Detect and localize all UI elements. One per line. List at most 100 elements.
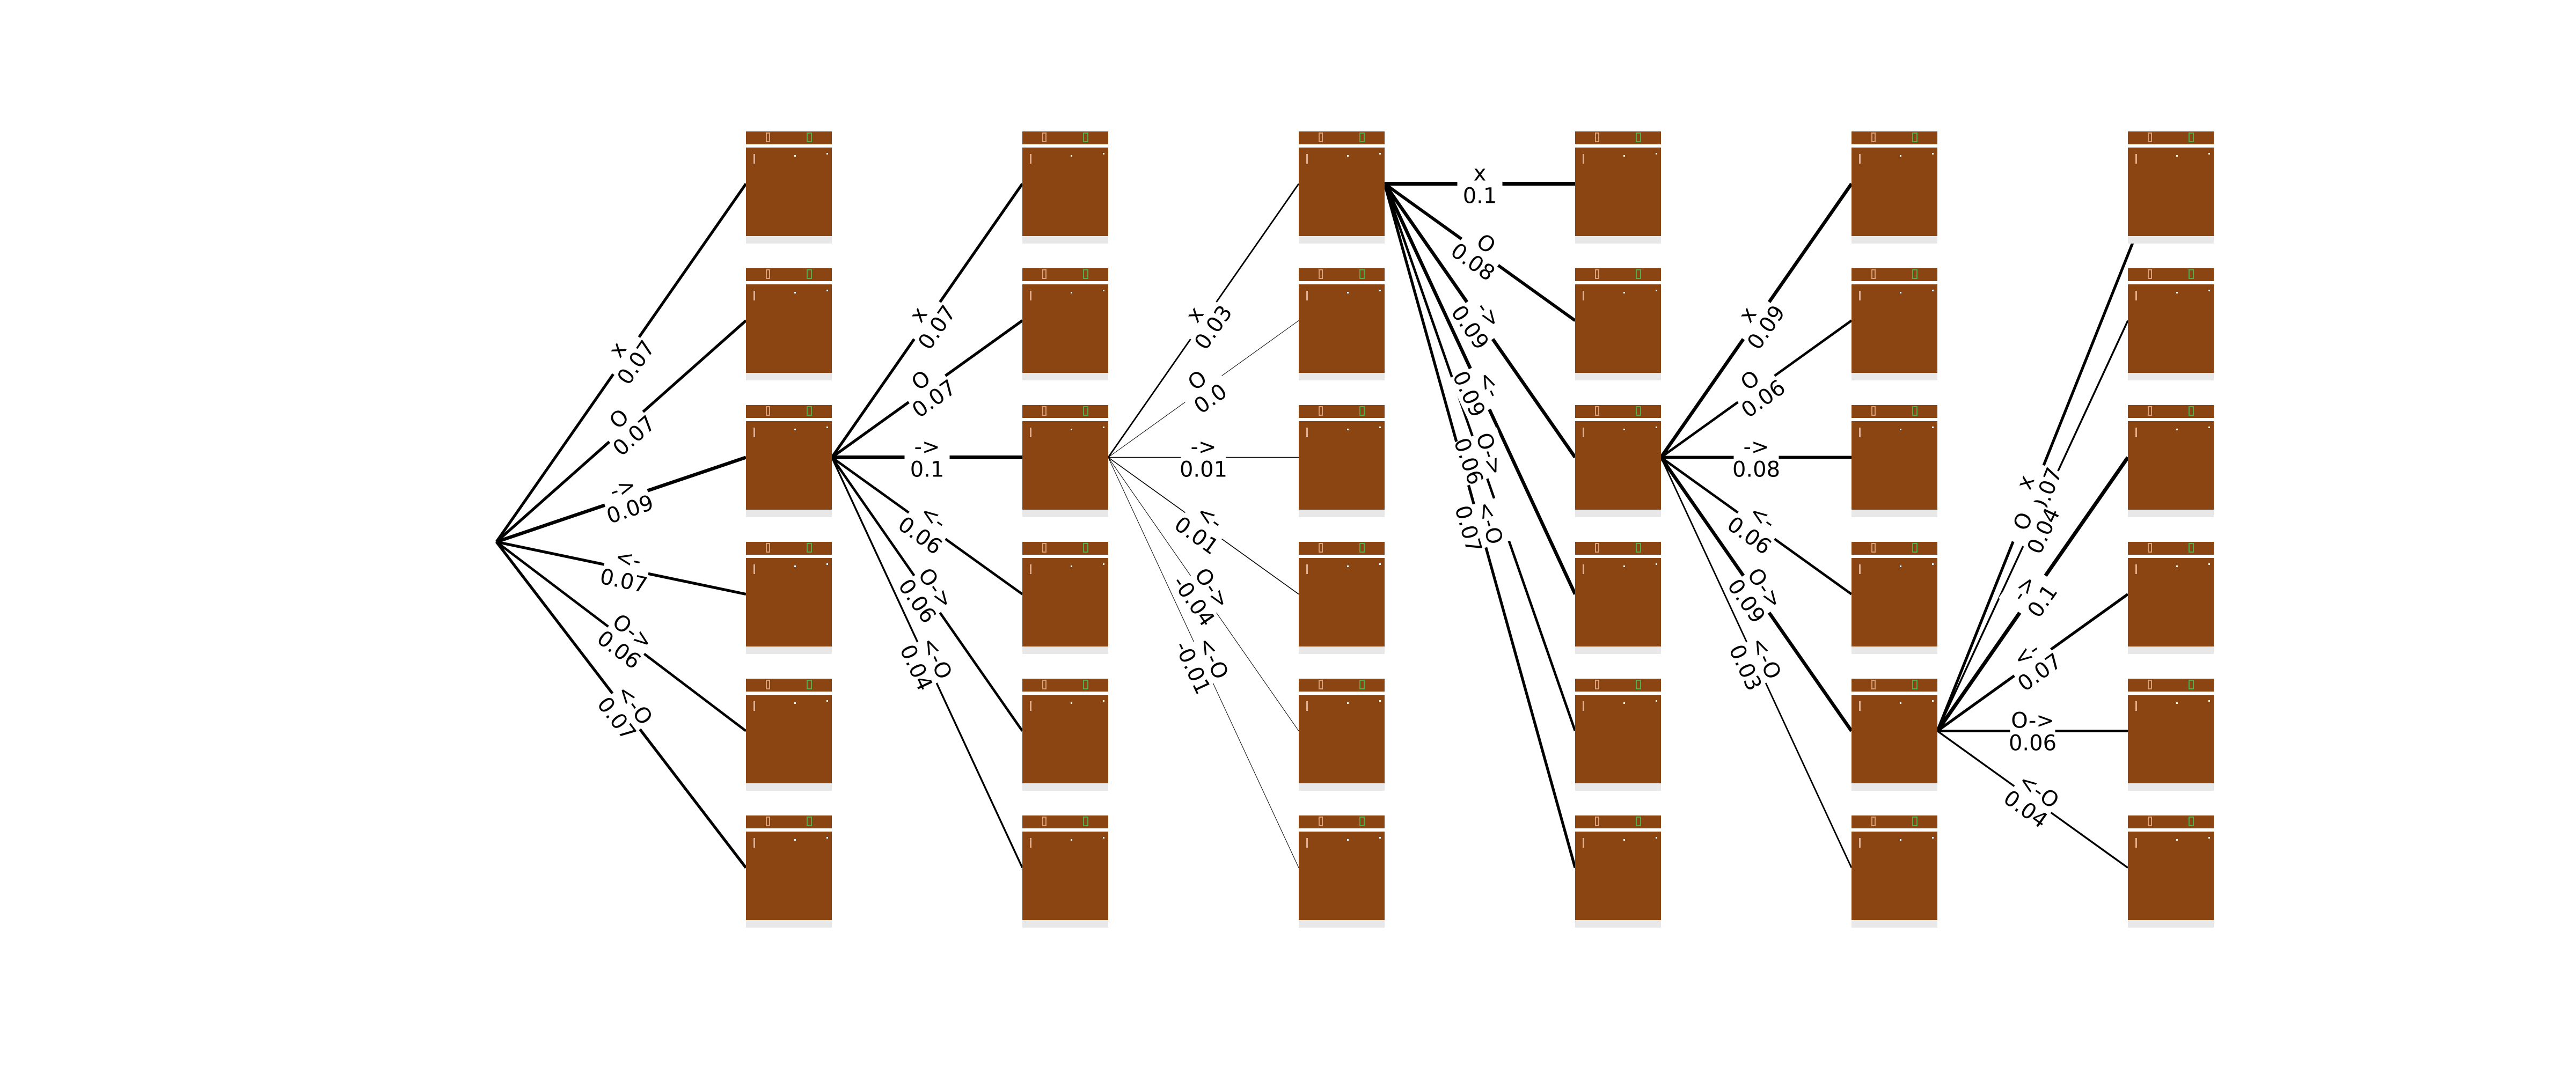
- frame-shadow: [2128, 645, 2214, 654]
- edge-action-label: <-: [613, 545, 643, 574]
- edge-label-background: [596, 466, 655, 528]
- item-sprite: [1379, 837, 1381, 839]
- hud-bar: [1575, 692, 1661, 695]
- player-sprite: [1859, 291, 1861, 300]
- edge-label-background: [1181, 431, 1226, 481]
- item-sprite: [1623, 292, 1625, 293]
- hud-bar: [1575, 144, 1661, 148]
- edge-probability-label: 0.08: [1732, 458, 1780, 482]
- item-sprite: [794, 155, 796, 157]
- hud-left-marker: [1871, 133, 1876, 142]
- player-sprite: [1859, 154, 1861, 164]
- state-frame: [1851, 679, 1937, 791]
- edge-action-label: ->: [1191, 435, 1217, 460]
- item-sprite: [1379, 153, 1381, 155]
- frame-shadow: [1575, 645, 1661, 654]
- item-sprite: [1656, 837, 1657, 839]
- frame-shadow: [1299, 372, 1385, 380]
- frame-screen: [1299, 542, 1385, 646]
- edge-probability-label: 0.1: [1463, 184, 1497, 209]
- edge-label-background: [1451, 497, 1511, 554]
- hud-right-marker: [1912, 817, 1918, 826]
- hud-right-marker: [807, 543, 812, 553]
- state-frame: [2128, 815, 2214, 928]
- player-sprite: [753, 838, 755, 848]
- state-frame: [1851, 815, 1937, 928]
- hud-bar: [746, 555, 832, 558]
- hud-left-marker: [1319, 133, 1323, 142]
- edge-action-label: O->: [2011, 709, 2054, 733]
- hud-bar: [1299, 281, 1385, 284]
- hud-right-marker: [2189, 406, 2194, 416]
- hud-left-marker: [1042, 133, 1046, 142]
- state-frame: [746, 131, 832, 244]
- player-sprite: [1583, 564, 1584, 574]
- item-sprite: [1900, 429, 1901, 430]
- hud-right-marker: [1083, 543, 1088, 553]
- player-sprite: [1030, 154, 1031, 164]
- hud-right-marker: [807, 680, 812, 689]
- item-sprite: [1103, 153, 1104, 155]
- hud-left-marker: [766, 406, 770, 416]
- edge-label-background: [904, 431, 950, 481]
- item-sprite: [1347, 702, 1349, 704]
- player-sprite: [1030, 564, 1031, 574]
- frame-shadow: [2128, 782, 2214, 791]
- hud-bar: [746, 144, 832, 148]
- state-frame: [1575, 268, 1661, 380]
- edge-label-background: [594, 606, 660, 673]
- player-sprite: [2135, 564, 2137, 574]
- edge-label: ->0.09: [1446, 287, 1514, 354]
- state-frame: [2128, 405, 2214, 517]
- hud-left-marker: [1319, 269, 1323, 279]
- state-frame: [1022, 815, 1108, 928]
- player-sprite: [1306, 154, 1308, 164]
- frame-screen: [1575, 405, 1661, 510]
- player-sprite: [1306, 838, 1308, 848]
- player-sprite: [753, 154, 755, 164]
- hud-left-marker: [1871, 406, 1876, 416]
- hud-right-marker: [1912, 406, 1918, 416]
- hud-right-marker: [807, 269, 812, 279]
- frame-screen: [1851, 815, 1937, 920]
- state-frame: [1022, 131, 1108, 244]
- item-sprite: [1623, 429, 1625, 430]
- frame-shadow: [1851, 509, 1937, 517]
- item-sprite: [1103, 427, 1104, 428]
- item-sprite: [1103, 837, 1104, 839]
- frame-shadow: [1022, 782, 1108, 791]
- item-sprite: [2208, 700, 2210, 702]
- player-sprite: [1859, 701, 1861, 711]
- frame-screen: [1851, 405, 1937, 510]
- edge-label-background: [1448, 357, 1513, 420]
- player-sprite: [1306, 428, 1308, 437]
- hud-left-marker: [2148, 817, 2152, 826]
- hud-left-marker: [1319, 680, 1323, 689]
- frame-shadow: [1575, 372, 1661, 380]
- item-sprite: [2208, 563, 2210, 565]
- hud-left-marker: [766, 269, 770, 279]
- state-frame: [1851, 542, 1937, 654]
- edge-label-background: [592, 392, 659, 460]
- frame-shadow: [746, 235, 832, 244]
- edge-probability-label: 0.1: [910, 458, 945, 482]
- frame-screen: [1022, 542, 1108, 646]
- item-sprite: [1103, 700, 1104, 702]
- item-sprite: [1932, 563, 1934, 565]
- frame-shadow: [1575, 919, 1661, 928]
- hud-right-marker: [1636, 817, 1641, 826]
- state-frame: [1022, 405, 1108, 517]
- hud-bar: [1575, 555, 1661, 558]
- hud-left-marker: [1595, 133, 1599, 142]
- hud-bar: [2128, 418, 2214, 421]
- hud-right-marker: [1083, 817, 1088, 826]
- player-sprite: [2135, 701, 2137, 711]
- hud-right-marker: [1083, 133, 1088, 142]
- item-sprite: [826, 700, 828, 702]
- state-frame: [1575, 679, 1661, 791]
- item-sprite: [1932, 290, 1934, 291]
- player-sprite: [753, 564, 755, 574]
- hud-bar: [2128, 828, 2214, 832]
- hud-left-marker: [1871, 817, 1876, 826]
